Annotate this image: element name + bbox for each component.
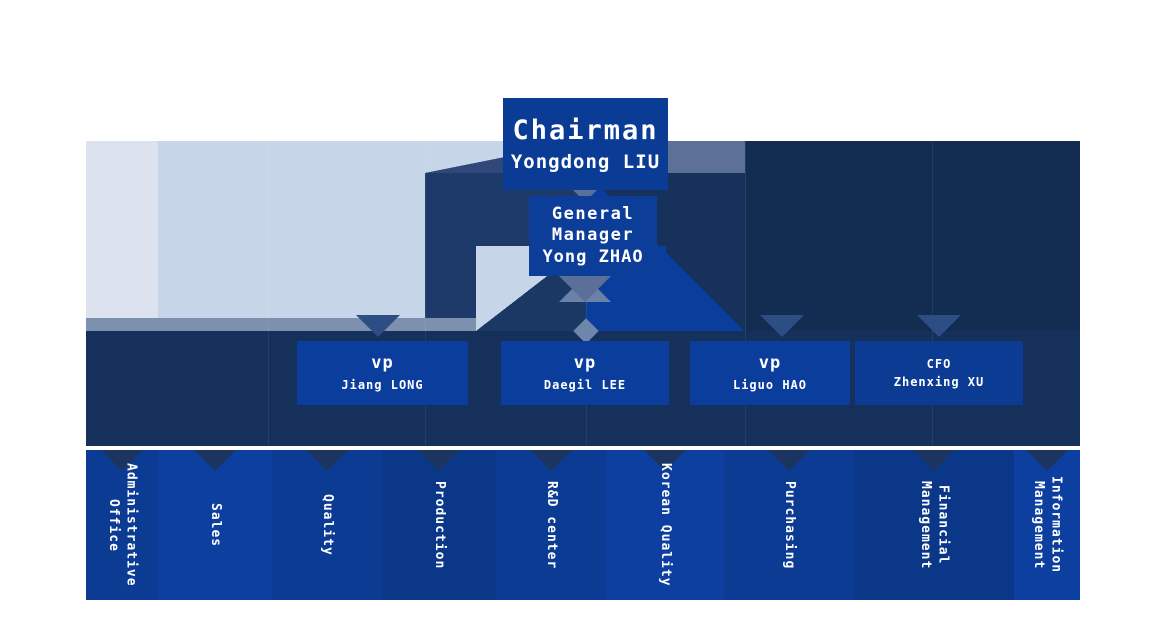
node-vp-1[interactable]: vp Jiang LONG (297, 341, 468, 405)
divider-line (932, 141, 933, 446)
dept-notch-icon (193, 450, 237, 471)
divider-line (425, 141, 426, 446)
dept-notch-icon (1025, 450, 1069, 471)
dept-label: Information Management (1031, 476, 1064, 574)
dept-label: Purchasing (781, 480, 797, 570)
dept-production[interactable]: Production (382, 450, 496, 600)
dept-label: Administrative Office (106, 463, 139, 587)
dept-label: Financial Management (918, 480, 951, 570)
vp-2-person: Daegil LEE (543, 377, 627, 392)
vp-3-role: vp (758, 353, 782, 374)
node-general-manager[interactable]: General Manager Yong ZHAO (529, 196, 657, 276)
dept-administrative-office[interactable]: Administrative Office (86, 450, 158, 600)
vp-1-role: vp (371, 353, 394, 374)
dept-notch-icon (912, 450, 956, 471)
dept-purchasing[interactable]: Purchasing (724, 450, 854, 600)
gm-role-line1: General (551, 203, 635, 224)
connector-chevron-vp3 (760, 315, 804, 337)
dept-notch-icon (767, 450, 811, 471)
dept-quality[interactable]: Quality (272, 450, 382, 600)
connector-chevron-vp1 (356, 315, 400, 337)
gm-role-line2: Manager (551, 224, 635, 245)
connector-chevron-gm-to-vp (559, 276, 611, 302)
dept-label: R&D center (543, 480, 559, 570)
dept-label: Sales (207, 502, 223, 548)
vp-2-role: vp (573, 353, 597, 374)
gm-person: Yong ZHAO (542, 247, 644, 268)
dept-notch-icon (529, 450, 573, 471)
chairman-person: Yongdong LIU (510, 150, 661, 173)
dept-notch-icon (305, 450, 349, 471)
cfo-role: CFO (926, 356, 952, 371)
dept-rd-center[interactable]: R&D center (496, 450, 606, 600)
node-vp-2[interactable]: vp Daegil LEE (501, 341, 669, 405)
dept-label: Quality (319, 494, 335, 556)
department-row: Administrative Office Sales Quality Prod… (86, 450, 1080, 600)
dept-notch-icon (417, 450, 461, 471)
vp-3-person: Liguo HAO (732, 377, 808, 392)
node-chairman[interactable]: Chairman Yongdong LIU (503, 98, 668, 190)
cfo-person: Zhenxing XU (893, 374, 985, 389)
dept-information-management[interactable]: Information Management (1014, 450, 1080, 600)
node-vp-3[interactable]: vp Liguo HAO (690, 341, 850, 405)
background-strip (86, 318, 476, 332)
dept-label: Production (431, 480, 447, 570)
divider-line (268, 141, 269, 446)
dept-korean-quality[interactable]: Korean Quality (606, 450, 724, 600)
dept-financial-management[interactable]: Financial Management (854, 450, 1014, 600)
dept-label: Korean Quality (657, 463, 673, 587)
dept-notch-icon (643, 450, 687, 471)
dept-sales[interactable]: Sales (158, 450, 272, 600)
divider-line (745, 141, 746, 446)
node-cfo[interactable]: CFO Zhenxing XU (855, 341, 1023, 405)
vp-1-person: Jiang LONG (341, 377, 424, 392)
connector-chevron-vp4 (917, 315, 961, 337)
dept-notch-icon (100, 450, 144, 471)
chairman-role: Chairman (512, 114, 659, 146)
